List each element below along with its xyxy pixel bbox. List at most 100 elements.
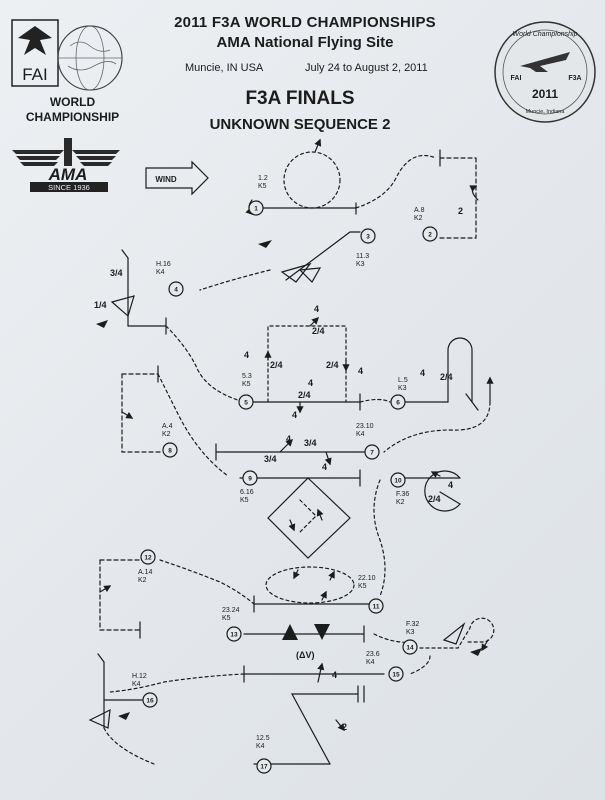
- maneuver-circle: [360, 228, 376, 244]
- maneuver-circle: [402, 639, 418, 655]
- maneuver-circle: [256, 758, 272, 774]
- roll-mark: 3/4: [304, 438, 317, 448]
- maneuver-number: 5: [244, 399, 248, 406]
- snap-icons: [96, 240, 482, 720]
- finals-title: F3A FINALS: [245, 88, 355, 109]
- maneuver-code: H.12: [132, 673, 147, 680]
- venue-title: AMA National Flying Site: [216, 34, 394, 51]
- maneuver-label-2: A.8K2: [414, 207, 425, 222]
- maneuver-number: 3: [366, 233, 370, 240]
- maneuver-marker-15: 15: [388, 666, 404, 682]
- maneuver-k-factor: K4: [132, 681, 141, 688]
- maneuver-number: 1: [254, 205, 258, 212]
- maneuver-label-5: 5.3K5: [242, 373, 252, 388]
- maneuver-code: 12.5: [256, 735, 270, 742]
- maneuver-marker-7: 7: [364, 444, 380, 460]
- maneuver-label-6: L.5K3: [398, 377, 408, 392]
- maneuver-k-factor: K3: [356, 261, 365, 268]
- championship-seal: World Championship FAI F3A 2011 Muncie, …: [494, 21, 596, 123]
- flight-paths: [88, 138, 495, 765]
- wing-right-icon: [72, 150, 120, 166]
- roll-mark: 2/4: [270, 360, 283, 370]
- maneuver-code: A.8: [414, 207, 425, 214]
- roll-mark: 3/4: [264, 454, 277, 464]
- maneuver-k-factor: K4: [256, 743, 265, 750]
- maneuver-number: 2: [428, 231, 432, 238]
- torch-icon: [64, 138, 72, 166]
- seal-left-text: FAI: [511, 75, 522, 82]
- maneuver-marker-13: 13: [226, 626, 242, 642]
- snap-icon: [258, 240, 272, 248]
- maneuver-k-factor: K5: [242, 381, 251, 388]
- airplane-icon: [520, 52, 570, 72]
- maneuver-label-15: 23.6K4: [366, 651, 380, 666]
- roll-mark: 2/4: [428, 494, 441, 504]
- maneuver-code: H.16: [156, 261, 171, 268]
- maneuver-code: 22.10: [358, 575, 376, 582]
- maneuver-number: 15: [392, 671, 400, 678]
- maneuver-circle: [242, 470, 258, 486]
- maneuver-number: 9: [248, 475, 252, 482]
- sequence-title: UNKNOWN SEQUENCE 2: [209, 116, 391, 133]
- roll-mark: 2: [458, 206, 463, 216]
- ama-logo: AMA SINCE 1936: [12, 138, 120, 192]
- maneuver-code: 23.10: [356, 423, 374, 430]
- location-text: Muncie, IN USA: [185, 62, 264, 74]
- maneuver-label-17: 12.5K4: [256, 735, 270, 750]
- maneuver-code: F.32: [406, 621, 419, 628]
- maneuver-number: 10: [394, 477, 402, 484]
- maneuver-k-factor: K3: [406, 629, 415, 636]
- roll-mark: 2/4: [326, 360, 339, 370]
- maneuver-marker-14: 14: [402, 639, 418, 655]
- maneuver-k-factor: K5: [240, 497, 249, 504]
- roll-mark: 4: [308, 378, 313, 388]
- maneuver-circle: [364, 444, 380, 460]
- maneuver-label-1: 1.2K5: [258, 175, 268, 190]
- maneuver-number: 13: [230, 631, 238, 638]
- maneuver-marker-8: 8: [162, 442, 178, 458]
- maneuver-code: L.5: [398, 377, 408, 384]
- dates-text: July 24 to August 2, 2011: [305, 62, 428, 74]
- maneuver-circle: [390, 394, 406, 410]
- seal-bottom-text: Muncie, Indiana: [526, 109, 566, 115]
- maneuver-circle: [168, 281, 184, 297]
- fai-caption: WORLD CHAMPIONSHIP: [10, 95, 135, 125]
- maneuver-number: 7: [370, 449, 374, 456]
- maneuver-code: 1.2: [258, 175, 268, 182]
- maneuver-k-factor: K4: [156, 269, 165, 276]
- maneuver-number: 11: [373, 603, 380, 610]
- championship-title: 2011 F3A WORLD CHAMPIONSHIPS: [174, 14, 436, 31]
- roll-mark: 4: [314, 304, 319, 314]
- maneuver-marker-1: 1: [248, 200, 264, 216]
- roll-mark: 2/4: [298, 390, 311, 400]
- maneuver-k-factor: K2: [162, 431, 171, 438]
- maneuver-circle: [142, 692, 158, 708]
- maneuver-k-factor: K5: [222, 615, 231, 622]
- maneuver-code: 23.6: [366, 651, 380, 658]
- eagle-icon: [18, 26, 52, 55]
- maneuver-k-factor: K2: [138, 577, 147, 584]
- maneuver-code: 5.3: [242, 373, 252, 380]
- snap-icon: [118, 712, 130, 720]
- roll-mark: 4: [244, 350, 249, 360]
- maneuver-marker-4: 4: [168, 281, 184, 297]
- wind-label: WIND: [155, 175, 177, 184]
- maneuver-circle: [140, 549, 156, 565]
- maneuver-label-3: 11.3K3: [356, 253, 369, 268]
- roll-mark: 1/4: [94, 300, 107, 310]
- maneuver-code: 11.3: [356, 253, 369, 260]
- maneuver-number: 14: [406, 644, 414, 651]
- snap-icon: [470, 648, 482, 656]
- maneuver-code: A.4: [162, 423, 173, 430]
- roll-mark: 4: [322, 462, 327, 472]
- maneuver-code: A.14: [138, 569, 153, 576]
- fai-caption-line1: WORLD: [49, 95, 96, 109]
- maneuver-circle: [238, 394, 254, 410]
